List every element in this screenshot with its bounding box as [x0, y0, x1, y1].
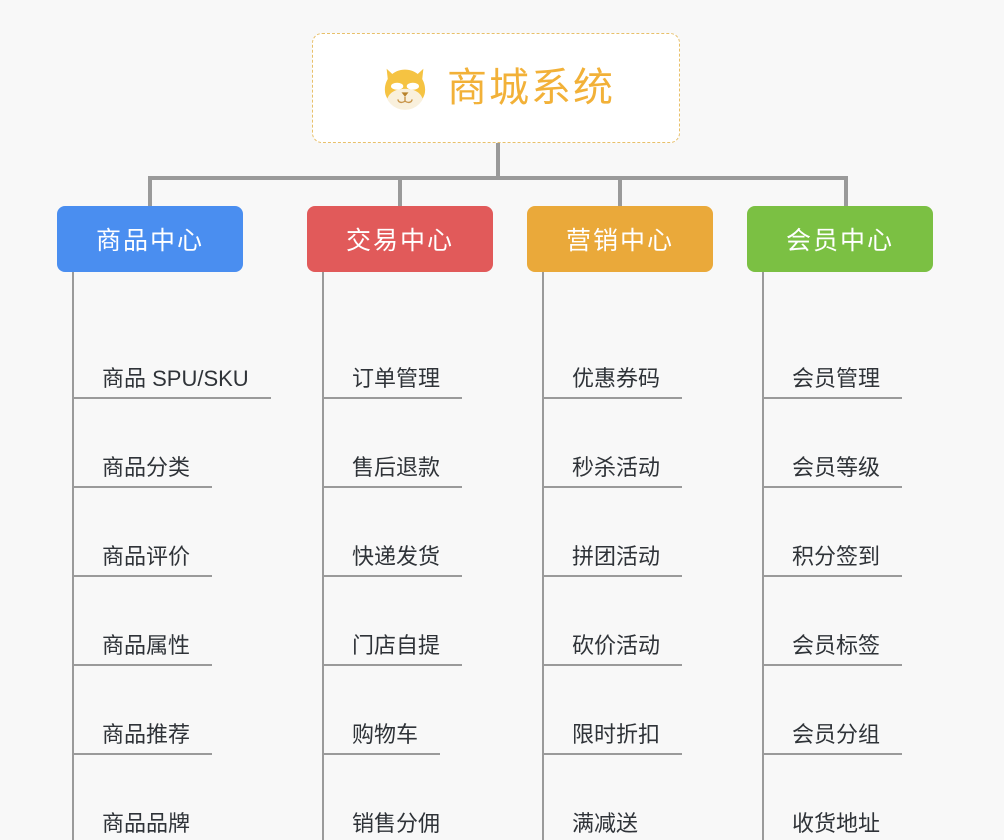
leaf-item[interactable]: 销售分佣 — [307, 755, 537, 840]
leaf-underline: 会员分组 — [762, 721, 903, 755]
leaf-label: 会员标签 — [792, 632, 881, 658]
leaf-underline: 购物车 — [322, 721, 441, 755]
category-items: 优惠券码秒杀活动拼团活动砍价活动限时折扣满减送 — [527, 272, 757, 840]
leaf-item[interactable]: 商品评价 — [57, 488, 287, 577]
leaf-label: 满减送 — [572, 810, 639, 836]
leaf-underline: 商品属性 — [72, 632, 213, 666]
leaf-label: 商品评价 — [102, 543, 191, 569]
leaf-label: 商品推荐 — [102, 721, 191, 747]
dog-face-icon — [384, 68, 426, 110]
connector-drop-2 — [398, 176, 402, 208]
leaf-underline: 限时折扣 — [542, 721, 683, 755]
leaf-label: 砍价活动 — [572, 632, 661, 658]
leaf-label: 门店自提 — [352, 632, 441, 658]
leaf-item[interactable]: 砍价活动 — [527, 577, 757, 666]
leaf-label: 收货地址 — [792, 810, 881, 836]
category-items: 会员管理会员等级积分签到会员标签会员分组收货地址 — [747, 272, 977, 840]
leaf-item[interactable]: 商品属性 — [57, 577, 287, 666]
leaf-underline: 砍价活动 — [542, 632, 683, 666]
leaf-underline: 会员等级 — [762, 454, 903, 488]
leaf-item[interactable]: 门店自提 — [307, 577, 537, 666]
root-title: 商城系统 — [447, 66, 615, 110]
category-column-1: 商品中心商品 SPU/SKU 商品分类商品评价商品属性商品推荐商品品牌 — [57, 206, 287, 840]
leaf-item[interactable]: 秒杀活动 — [527, 399, 757, 488]
leaf-underline: 优惠券码 — [542, 365, 683, 399]
leaf-label: 快递发货 — [352, 543, 441, 569]
leaf-underline: 订单管理 — [322, 365, 463, 399]
leaf-label: 会员分组 — [792, 721, 881, 747]
leaf-label: 商品 SPU/SKU — [102, 365, 249, 391]
leaf-underline: 商品推荐 — [72, 721, 213, 755]
column-spine — [542, 272, 544, 840]
connector-drop-4 — [844, 176, 848, 208]
leaf-underline: 商品评价 — [72, 543, 213, 577]
leaf-underline: 商品品牌 — [72, 810, 212, 840]
leaf-label: 销售分佣 — [352, 810, 441, 836]
leaf-label: 商品品牌 — [102, 810, 191, 836]
leaf-item[interactable]: 快递发货 — [307, 488, 537, 577]
leaf-item[interactable]: 收货地址 — [747, 755, 977, 840]
category-items: 订单管理售后退款快递发货门店自提购物车销售分佣 — [307, 272, 537, 840]
leaf-underline: 销售分佣 — [322, 810, 462, 840]
leaf-label: 商品分类 — [102, 454, 191, 480]
leaf-item[interactable]: 商品品牌 — [57, 755, 287, 840]
root-node[interactable]: 商城系统 — [312, 33, 680, 143]
leaf-item[interactable]: 积分签到 — [747, 488, 977, 577]
leaf-underline: 商品 SPU/SKU — [72, 365, 271, 399]
leaf-item[interactable]: 订单管理 — [307, 310, 537, 399]
leaf-label: 会员管理 — [792, 365, 881, 391]
leaf-item[interactable]: 会员管理 — [747, 310, 977, 399]
leaf-item[interactable]: 商品推荐 — [57, 666, 287, 755]
category-header[interactable]: 交易中心 — [307, 206, 493, 272]
leaf-underline: 门店自提 — [322, 632, 463, 666]
leaf-label: 售后退款 — [352, 454, 441, 480]
connector-bar — [148, 176, 848, 180]
leaf-label: 优惠券码 — [572, 365, 661, 391]
leaf-item[interactable]: 商品分类 — [57, 399, 287, 488]
leaf-underline: 积分签到 — [762, 543, 903, 577]
connector-stem — [496, 143, 500, 179]
leaf-underline: 秒杀活动 — [542, 454, 683, 488]
leaf-item[interactable]: 优惠券码 — [527, 310, 757, 399]
leaf-label: 拼团活动 — [572, 543, 661, 569]
connector-drop-1 — [148, 176, 152, 208]
leaf-underline: 会员管理 — [762, 365, 903, 399]
leaf-item[interactable]: 购物车 — [307, 666, 537, 755]
leaf-label: 购物车 — [352, 721, 419, 747]
leaf-label: 订单管理 — [352, 365, 441, 391]
category-items: 商品 SPU/SKU 商品分类商品评价商品属性商品推荐商品品牌 — [57, 272, 287, 840]
category-header[interactable]: 营销中心 — [527, 206, 713, 272]
category-column-3: 营销中心优惠券码秒杀活动拼团活动砍价活动限时折扣满减送 — [527, 206, 757, 840]
leaf-item[interactable]: 会员标签 — [747, 577, 977, 666]
leaf-underline: 快递发货 — [322, 543, 463, 577]
leaf-label: 秒杀活动 — [572, 454, 661, 480]
category-column-2: 交易中心订单管理售后退款快递发货门店自提购物车销售分佣 — [307, 206, 537, 840]
leaf-item[interactable]: 会员分组 — [747, 666, 977, 755]
leaf-item[interactable]: 限时折扣 — [527, 666, 757, 755]
leaf-label: 限时折扣 — [572, 721, 661, 747]
leaf-item[interactable]: 会员等级 — [747, 399, 977, 488]
leaf-underline: 拼团活动 — [542, 543, 683, 577]
category-header[interactable]: 会员中心 — [747, 206, 933, 272]
leaf-label: 商品属性 — [102, 632, 191, 658]
column-spine — [322, 272, 324, 840]
leaf-underline: 满减送 — [542, 810, 660, 840]
leaf-item[interactable]: 售后退款 — [307, 399, 537, 488]
leaf-item[interactable]: 满减送 — [527, 755, 757, 840]
leaf-item[interactable]: 商品 SPU/SKU — [57, 310, 287, 399]
category-column-4: 会员中心会员管理会员等级积分签到会员标签会员分组收货地址 — [747, 206, 977, 840]
leaf-label: 积分签到 — [792, 543, 881, 569]
leaf-item[interactable]: 拼团活动 — [527, 488, 757, 577]
leaf-label: 会员等级 — [792, 454, 881, 480]
column-spine — [72, 272, 74, 840]
leaf-underline: 会员标签 — [762, 632, 903, 666]
connector-drop-3 — [618, 176, 622, 208]
leaf-underline: 收货地址 — [762, 810, 902, 840]
category-header[interactable]: 商品中心 — [57, 206, 243, 272]
leaf-underline: 商品分类 — [72, 454, 213, 488]
column-spine — [762, 272, 764, 840]
leaf-underline: 售后退款 — [322, 454, 463, 488]
